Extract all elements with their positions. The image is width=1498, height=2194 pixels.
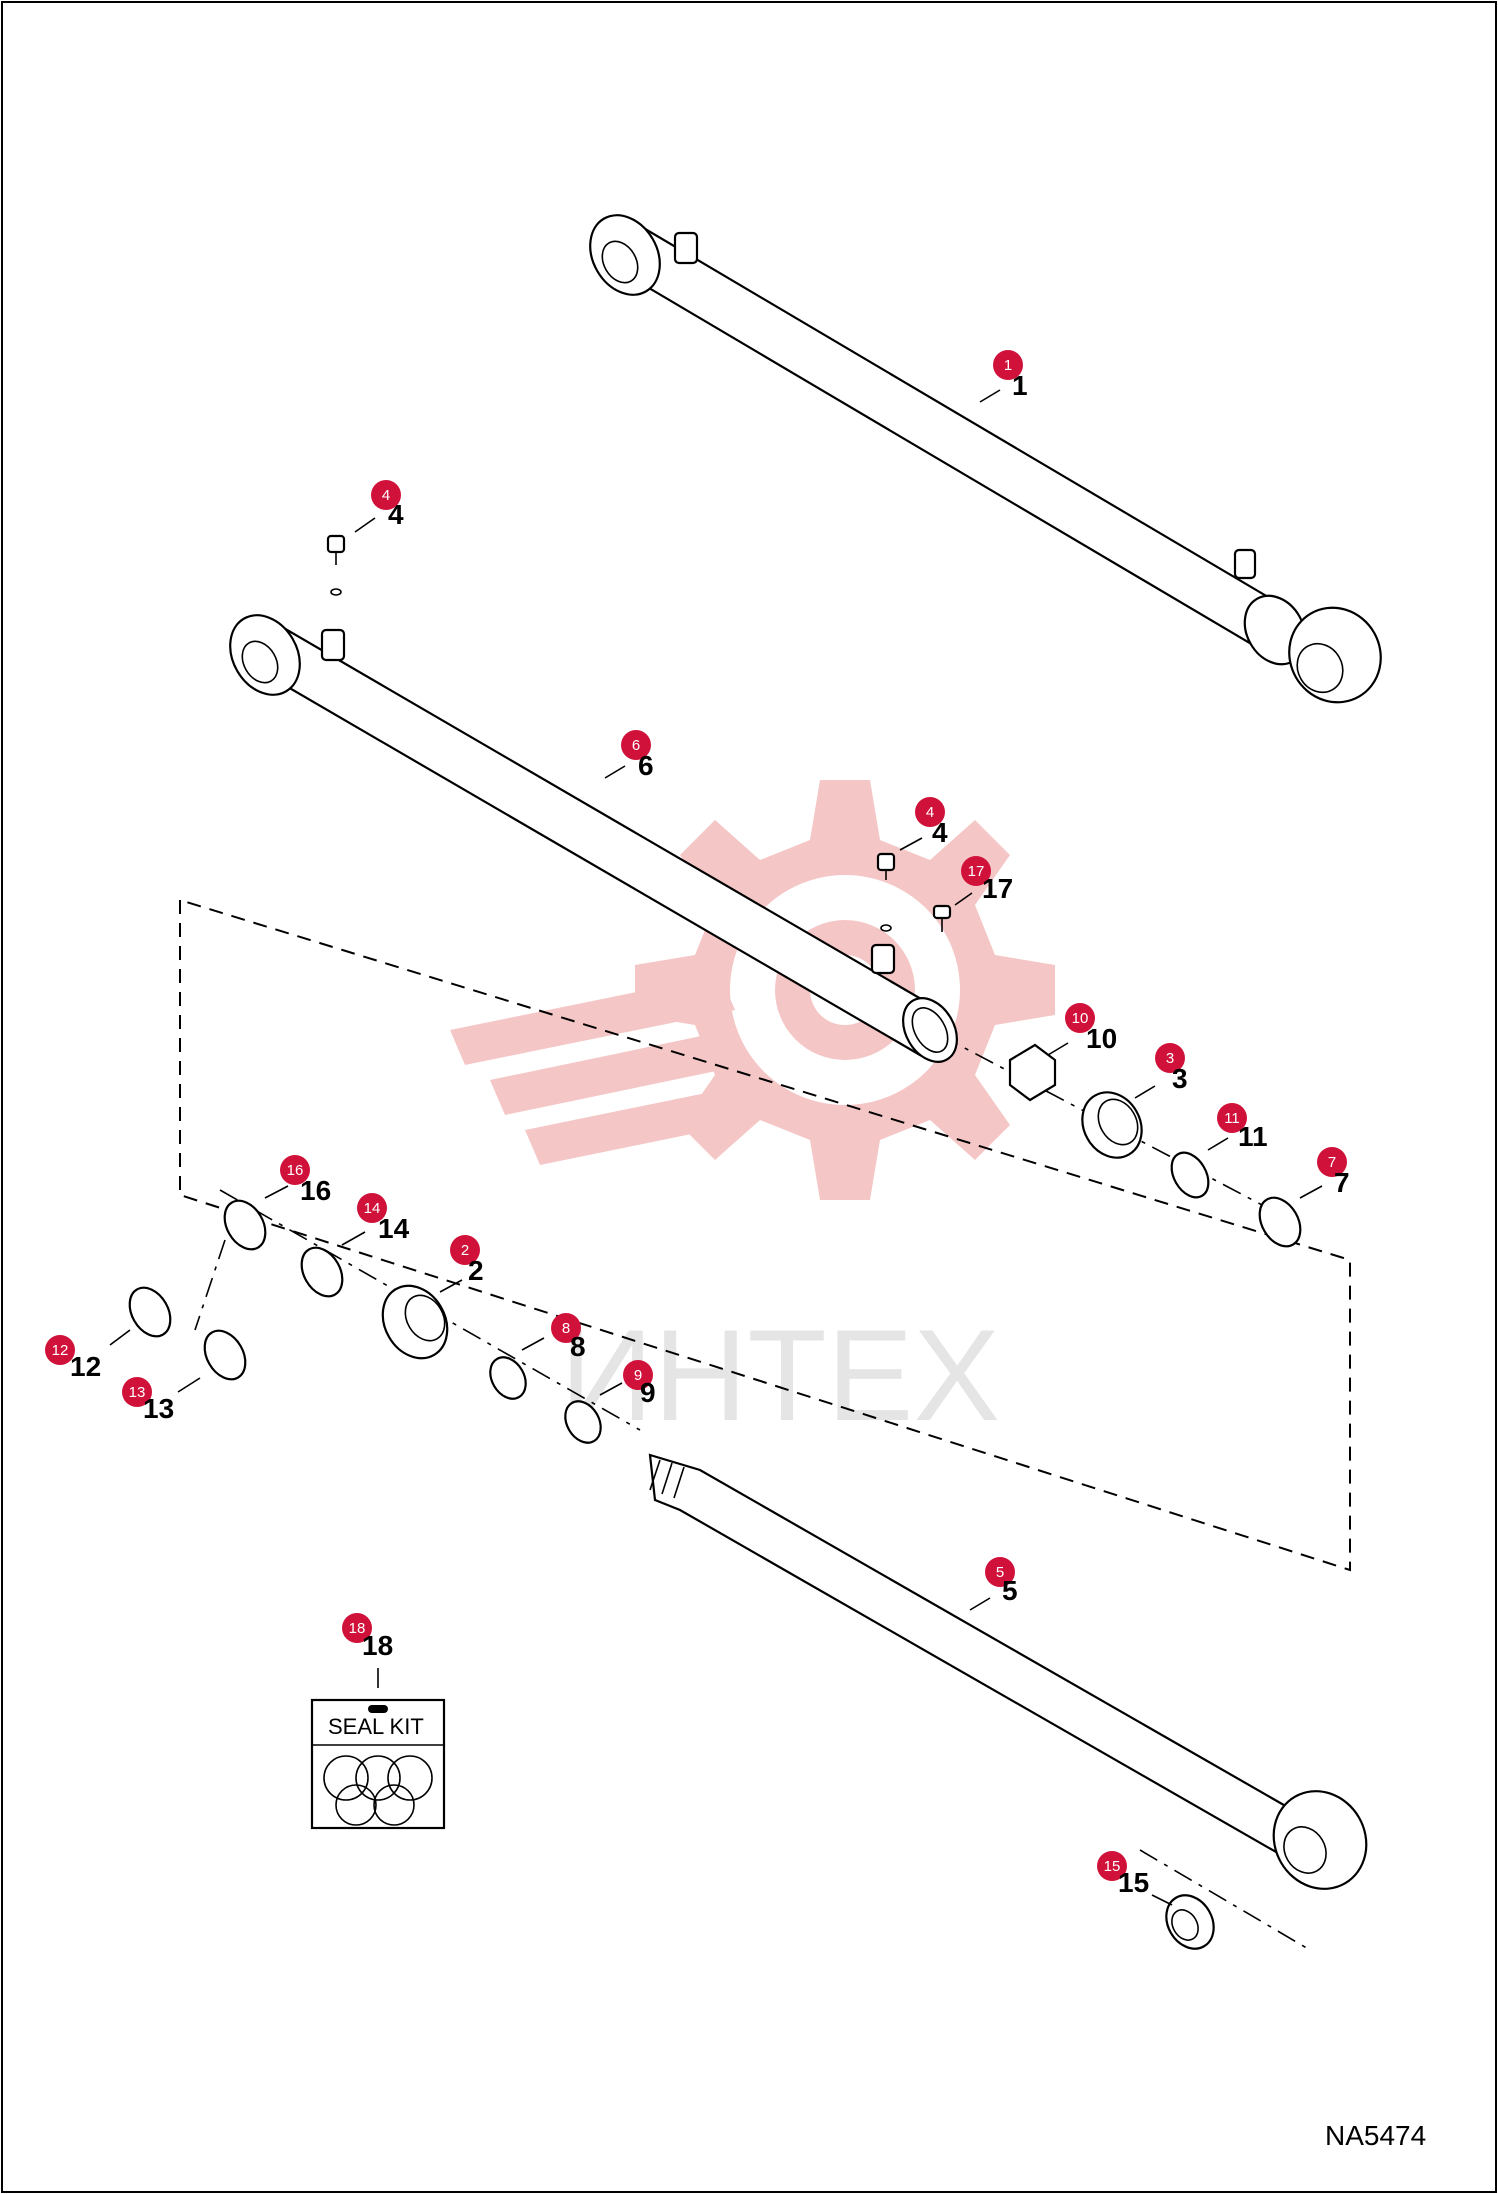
svg-text:15: 15 <box>1104 1858 1121 1875</box>
svg-text:5: 5 <box>1002 1575 1018 1606</box>
svg-text:1: 1 <box>1004 357 1012 374</box>
callout-17: 17 17 <box>954 856 1013 906</box>
svg-text:8: 8 <box>570 1331 586 1362</box>
ring-part-13 <box>203 1329 247 1381</box>
svg-text:5: 5 <box>996 1564 1004 1581</box>
svg-text:13: 13 <box>129 1384 146 1401</box>
svg-text:10: 10 <box>1072 1010 1089 1027</box>
bushing-part-15 <box>1165 1894 1215 1950</box>
seal-kit-part-18: SEAL KIT <box>310 1668 446 1830</box>
callout-18: 18 18 <box>342 1613 393 1661</box>
svg-text:10: 10 <box>1086 1023 1117 1054</box>
svg-text:11: 11 <box>1238 1121 1268 1152</box>
callout-4-top: 4 4 <box>354 480 404 533</box>
svg-text:15: 15 <box>1118 1867 1149 1898</box>
svg-text:17: 17 <box>968 863 985 880</box>
grease-fitting-part-4-top <box>326 534 346 596</box>
svg-text:6: 6 <box>638 750 654 781</box>
callout-11: 11 11 <box>1207 1103 1268 1152</box>
callout-badge <box>993 350 1023 380</box>
ring-part-16 <box>223 1199 267 1251</box>
svg-text:7: 7 <box>1334 1167 1350 1198</box>
ring-part-7 <box>1258 1196 1302 1248</box>
svg-text:4: 4 <box>388 499 404 530</box>
callout-9: 9 9 <box>599 1360 656 1408</box>
seal-part-8 <box>489 1356 527 1400</box>
drawing-code: NA5474 <box>1325 2120 1426 2151</box>
svg-text:6: 6 <box>632 737 640 754</box>
callout-10: 10 10 <box>1047 1003 1117 1056</box>
svg-text:4: 4 <box>926 804 934 821</box>
ring-part-14 <box>300 1246 344 1298</box>
cylinder-barrel-part-6 <box>229 614 958 1063</box>
svg-text:18: 18 <box>349 1620 366 1637</box>
callout-5: 5 5 <box>969 1557 1018 1611</box>
dashed-assembly-guide <box>179 899 1351 1572</box>
piston-rod-part-5 <box>648 1453 1368 1890</box>
ring-part-11 <box>1170 1151 1210 1199</box>
seal-part-9 <box>564 1400 602 1444</box>
svg-text:9: 9 <box>640 1377 656 1408</box>
svg-text:14: 14 <box>378 1213 410 1244</box>
callout-3: 3 3 <box>1134 1043 1188 1099</box>
bolt-part-17 <box>932 904 952 932</box>
gland-part-2 <box>381 1284 449 1360</box>
grease-fitting-part-4-mid <box>876 852 896 932</box>
svg-text:3: 3 <box>1166 1050 1174 1067</box>
svg-text:13: 13 <box>143 1393 174 1424</box>
svg-text:12: 12 <box>52 1342 69 1359</box>
svg-text:8: 8 <box>562 1320 570 1337</box>
seal-kit-label: SEAL KIT <box>328 1714 424 1739</box>
svg-text:4: 4 <box>382 487 390 504</box>
callout-8: 8 8 <box>521 1313 586 1362</box>
svg-text:18: 18 <box>362 1630 393 1661</box>
callout-16: 16 16 <box>264 1155 331 1206</box>
svg-text:1: 1 <box>1012 370 1028 401</box>
callout-15: 15 15 <box>1097 1851 1173 1906</box>
piston-part-3 <box>1081 1091 1143 1159</box>
ring-part-12 <box>128 1286 172 1338</box>
callout-13: 13 13 <box>122 1377 201 1424</box>
svg-text:14: 14 <box>364 1200 381 1217</box>
svg-text:16: 16 <box>300 1175 331 1206</box>
callout-14: 14 14 <box>341 1193 410 1246</box>
cylinder-assembly-part-1 <box>589 214 1382 704</box>
nut-part-10 <box>1008 1043 1057 1102</box>
callout-12: 12 12 <box>45 1329 131 1382</box>
callout-6: 6 6 <box>604 730 654 781</box>
svg-text:2: 2 <box>461 1242 469 1259</box>
svg-text:7: 7 <box>1328 1154 1336 1171</box>
svg-text:4: 4 <box>932 817 948 848</box>
svg-text:9: 9 <box>634 1367 642 1384</box>
svg-text:11: 11 <box>1224 1110 1240 1127</box>
svg-text:3: 3 <box>1172 1063 1188 1094</box>
svg-text:17: 17 <box>982 873 1013 904</box>
svg-text:12: 12 <box>70 1351 101 1382</box>
callout-4-mid: 4 4 <box>899 797 948 851</box>
svg-text:2: 2 <box>468 1255 484 1286</box>
svg-text:16: 16 <box>287 1162 304 1179</box>
callout-1: 1 1 <box>979 350 1028 403</box>
callout-2: 2 2 <box>439 1235 484 1293</box>
callout-7: 7 7 <box>1299 1147 1350 1199</box>
